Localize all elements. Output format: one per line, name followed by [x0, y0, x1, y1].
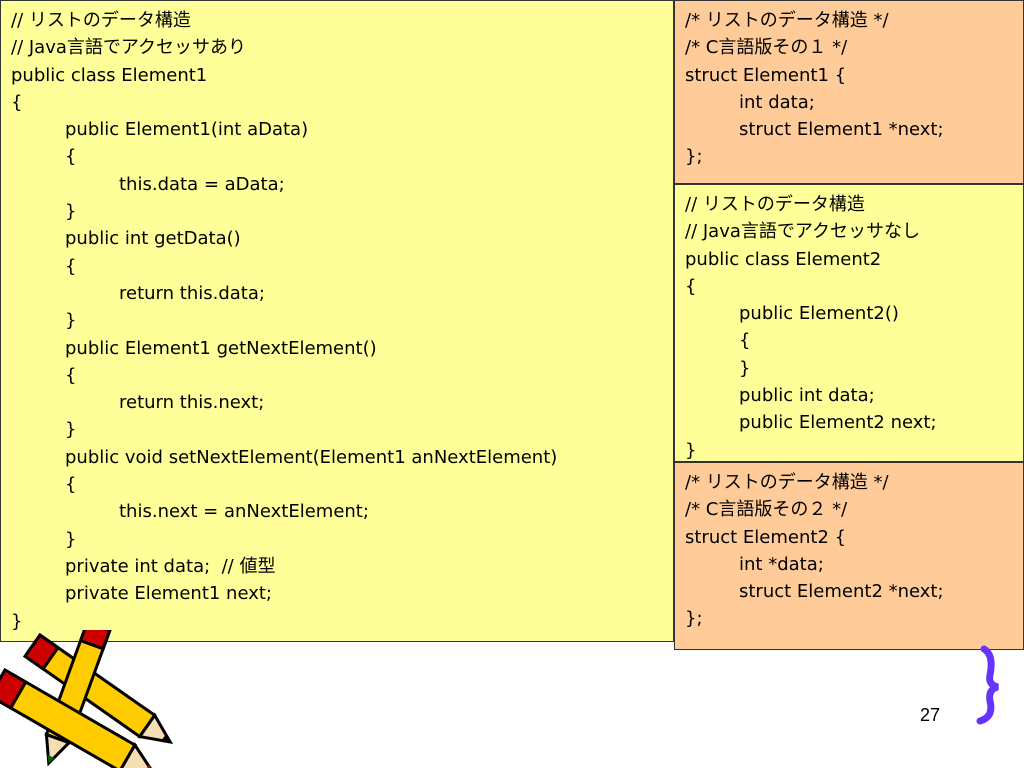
code-line: /* C言語版その２ */ — [685, 499, 848, 521]
code-line: int data; — [739, 91, 815, 113]
code-line: struct Element2 { — [685, 526, 847, 548]
code-line: public void setNextElement(Element1 anNe… — [65, 446, 558, 468]
code-line: { — [11, 91, 23, 113]
code-line: } — [65, 419, 77, 441]
code-line: // Java言語でアクセッサあり — [11, 37, 246, 59]
code-line: }; — [685, 608, 703, 630]
code-line: this.data = aData; — [119, 173, 285, 195]
code-panel-c-element2: /* リストのデータ構造 */ /* C言語版その２ */ struct Eleme… — [674, 462, 1024, 650]
code-line: } — [685, 439, 697, 461]
code-line: } — [65, 528, 77, 550]
code-line: }; — [685, 146, 703, 168]
code-line: /* C言語版その１ */ — [685, 37, 848, 59]
code-line: public Element1 getNextElement() — [65, 337, 377, 359]
code-line: this.next = anNextElement; — [119, 501, 369, 523]
code-line: private int data; // 値型 — [65, 555, 276, 577]
code-line: { — [685, 275, 697, 297]
pencils-clipart-icon — [0, 630, 174, 768]
code-line: int *data; — [739, 553, 824, 575]
code-panel-java-element2: // リストのデータ構造 // Java言語でアクセッサなし public clas… — [674, 184, 1024, 462]
code-line: { — [65, 364, 77, 386]
code-line: private Element1 next; — [65, 583, 272, 605]
code-panel-c-element1: /* リストのデータ構造 */ /* C言語版その１ */ struct Eleme… — [674, 0, 1024, 184]
code-line: } — [65, 201, 77, 223]
code-line: { — [65, 146, 77, 168]
code-line: public int getData() — [65, 228, 241, 250]
code-line: { — [65, 255, 77, 277]
code-line: } — [65, 310, 77, 332]
code-line: struct Element1 { — [685, 64, 847, 86]
code-line: // Java言語でアクセッサなし — [685, 221, 920, 243]
code-line: public Element1(int aData) — [65, 119, 309, 141]
code-line: public Element2() — [739, 303, 899, 325]
code-line: public class Element2 — [685, 248, 882, 270]
code-panel-java-element1: // リストのデータ構造 // Java言語でアクセッサあり public clas… — [0, 0, 674, 642]
slide-number: 27 — [920, 705, 941, 725]
code-line: struct Element1 *next; — [739, 119, 944, 141]
code-line: struct Element2 *next; — [739, 581, 944, 603]
code-line: } — [739, 357, 751, 379]
code-line: /* リストのデータ構造 */ — [685, 10, 889, 31]
code-line: { — [739, 330, 751, 352]
code-line: return this.next; — [119, 392, 265, 414]
code-line: public int data; — [739, 385, 875, 407]
code-line: return this.data; — [119, 282, 265, 304]
code-line: } — [11, 610, 23, 632]
code-line: public class Element1 — [11, 64, 208, 86]
code-line: /* リストのデータ構造 */ — [685, 472, 889, 493]
code-line: { — [65, 474, 77, 496]
curly-bracket-icon — [976, 645, 999, 725]
code-line: public Element2 next; — [739, 412, 937, 434]
code-line: // リストのデータ構造 — [11, 10, 191, 31]
code-line: // リストのデータ構造 — [685, 194, 865, 215]
